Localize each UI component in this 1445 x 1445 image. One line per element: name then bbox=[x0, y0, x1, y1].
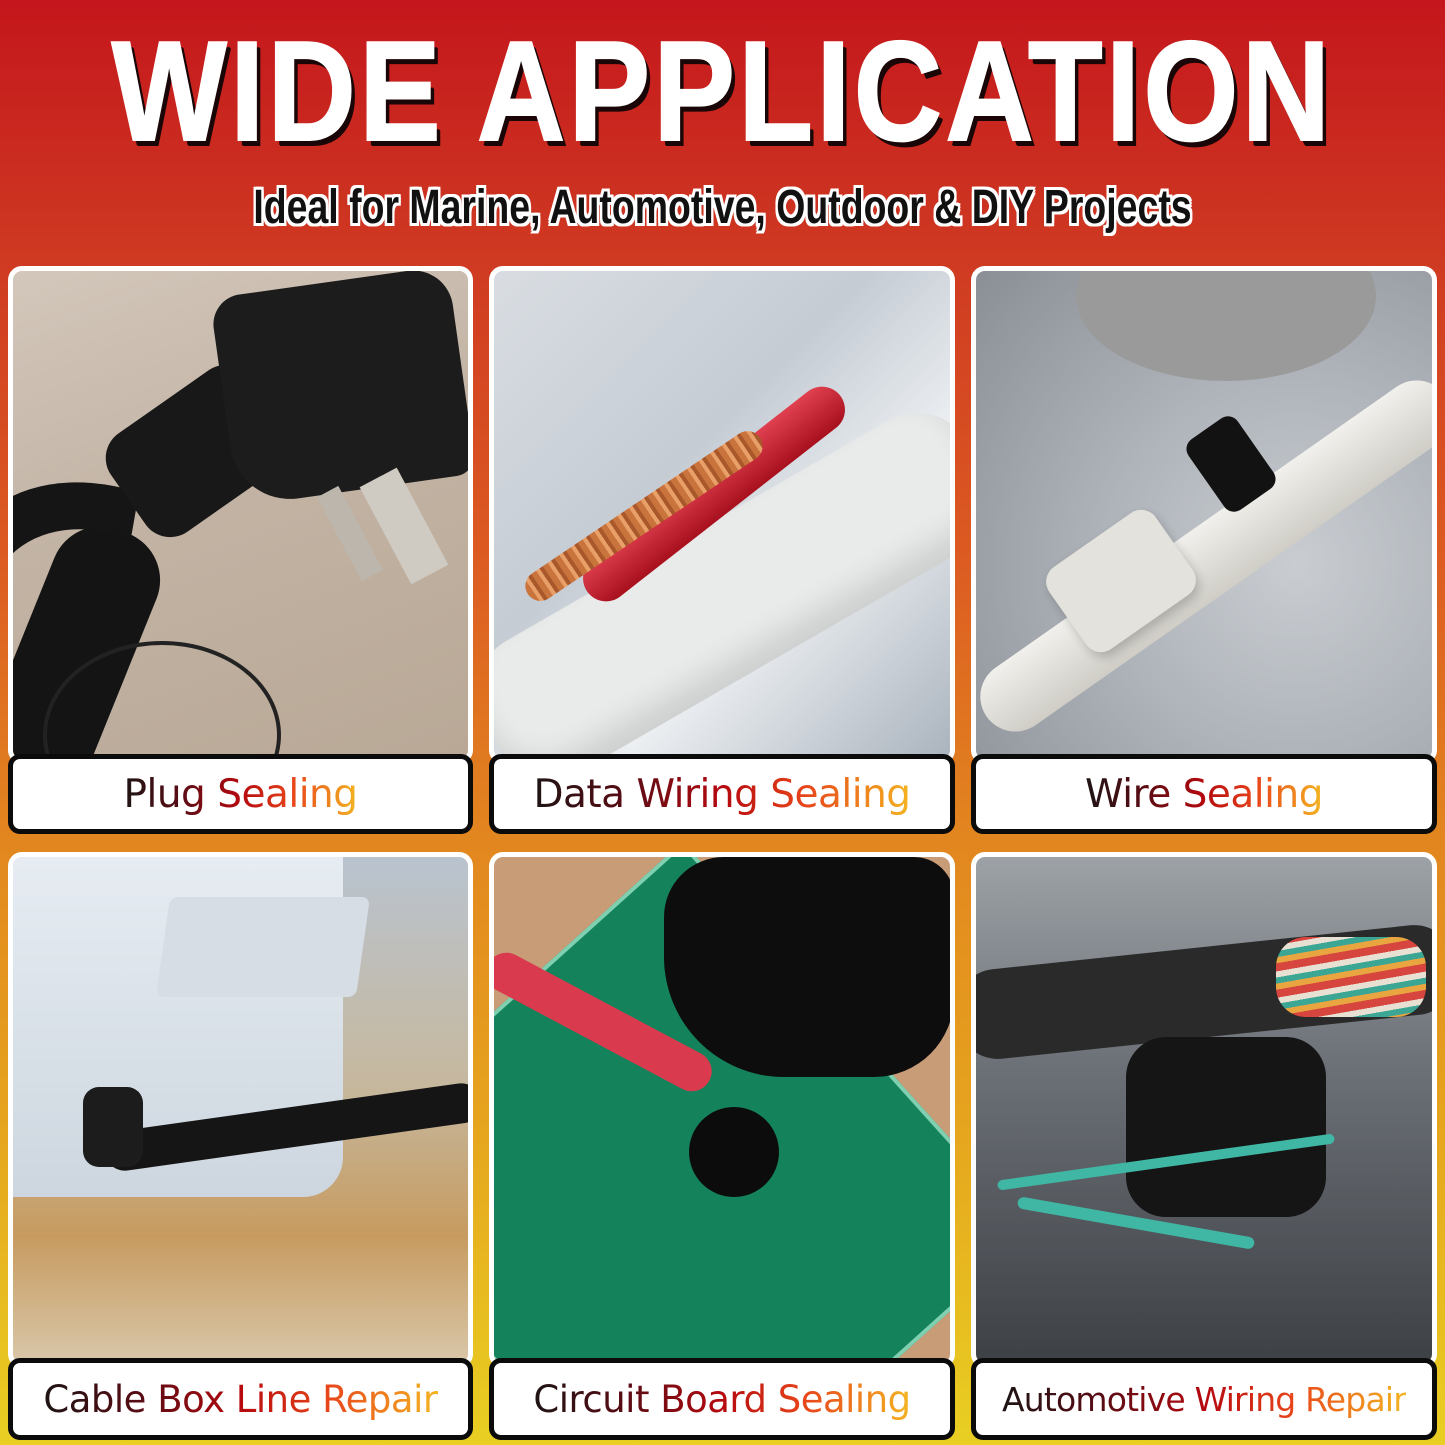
card-label-text: Data Wiring Sealing bbox=[533, 771, 911, 817]
card-label-text: Plug Sealing bbox=[123, 771, 358, 817]
application-card-circuit-board-sealing: Circuit Board Sealing bbox=[489, 852, 955, 1440]
card-label-text: Automotive Wiring Repair bbox=[1002, 1379, 1407, 1419]
data-wiring-photo bbox=[489, 266, 955, 764]
wire-photo bbox=[971, 266, 1437, 764]
card-label: Wire Sealing bbox=[971, 754, 1437, 834]
application-card-data-wiring-sealing: Data Wiring Sealing bbox=[489, 266, 955, 836]
card-label-text: Cable Box Line Repair bbox=[43, 1377, 438, 1421]
card-label: Circuit Board Sealing bbox=[489, 1358, 955, 1440]
card-label: Data Wiring Sealing bbox=[489, 754, 955, 834]
application-card-plug-sealing: Plug Sealing bbox=[8, 266, 473, 836]
page-subtitle: Ideal for Marine, Automotive, Outdoor & … bbox=[253, 181, 1192, 234]
cable-box-photo bbox=[8, 852, 473, 1368]
page-title: WIDE APPLICATION bbox=[111, 12, 1334, 171]
plug-photo bbox=[8, 266, 473, 764]
card-label: Plug Sealing bbox=[8, 754, 473, 834]
circuit-board-photo bbox=[489, 852, 955, 1368]
card-label: Cable Box Line Repair bbox=[8, 1358, 473, 1440]
card-label-text: Wire Sealing bbox=[1085, 771, 1323, 817]
card-label-text: Circuit Board Sealing bbox=[533, 1377, 911, 1421]
application-card-wire-sealing: Wire Sealing bbox=[971, 266, 1437, 836]
application-card-cable-box-line-repair: Cable Box Line Repair bbox=[8, 852, 473, 1440]
automotive-wiring-photo bbox=[971, 852, 1437, 1368]
application-card-automotive-wiring-repair: Automotive Wiring Repair bbox=[971, 852, 1437, 1440]
card-label: Automotive Wiring Repair bbox=[971, 1358, 1437, 1440]
